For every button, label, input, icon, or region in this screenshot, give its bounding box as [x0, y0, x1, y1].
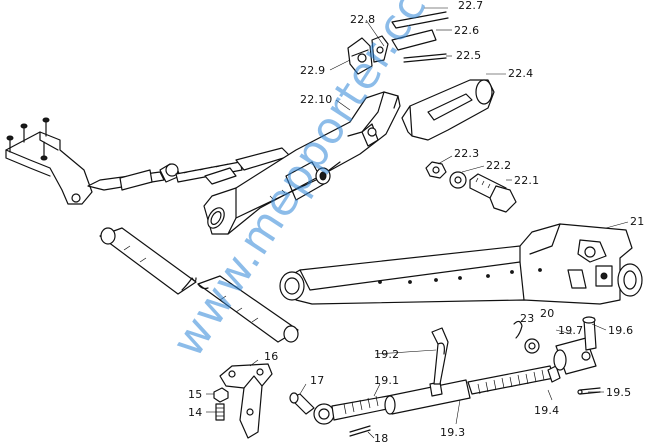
label-19-1: 19.1 [374, 374, 399, 387]
bolt-14 [215, 403, 225, 421]
bracket-22-8 [371, 35, 389, 63]
lift-rod-end-19-1 [313, 395, 393, 425]
leader-lines [206, 7, 629, 439]
mounting-bracket [5, 117, 93, 205]
stabilizer-rod [87, 147, 291, 191]
stud-bolts [6, 117, 50, 161]
label-19-7: 19.7 [558, 324, 583, 337]
hook-plate-22-4 [401, 79, 495, 141]
label-19-6: 19.6 [608, 324, 633, 337]
label-23: 23 [520, 312, 534, 325]
label-19-3: 19.3 [440, 426, 465, 439]
label-22-10: 22.10 [300, 93, 333, 106]
label-22-9: 22.9 [300, 64, 325, 77]
label-22-2: 22.2 [486, 159, 511, 172]
nut-15 [213, 387, 229, 403]
handle-19-2 [431, 327, 449, 385]
washer-22-2 [449, 171, 467, 189]
label-22-8: 22.8 [350, 13, 375, 26]
label-17: 17 [310, 374, 324, 387]
label-16: 16 [264, 350, 278, 363]
cross-shaft [99, 227, 299, 343]
nut-22-3 [425, 161, 447, 179]
lift-rod-tube-19-3 [384, 379, 471, 415]
label-22-7: 22.7 [458, 0, 483, 12]
label-22-4: 22.4 [508, 67, 533, 80]
pin-22-5 [403, 53, 447, 63]
label-22-1: 22.1 [514, 174, 539, 187]
label-19-5: 19.5 [606, 386, 631, 399]
spring-clip-22-7 [391, 11, 449, 29]
lower-link-arm-22-10 [203, 91, 401, 235]
label-22-6: 22.6 [454, 24, 479, 37]
pin-19-6 [582, 316, 597, 351]
label-19-2: 19.2 [374, 348, 399, 361]
part-labels: 22.7 22.8 22.6 22.5 22.9 22.4 22.10 22.3… [188, 0, 644, 445]
split-pin-19-5 [577, 387, 601, 395]
label-18: 18 [374, 432, 388, 445]
bolt-22-1 [469, 173, 517, 213]
clevis-22-9 [347, 37, 373, 75]
watermark-text: www.mepporter.cc [162, 0, 436, 366]
threaded-rod-19-4 [467, 365, 561, 395]
washer-20 [524, 338, 540, 354]
clip-23 [513, 320, 523, 339]
label-15: 15 [188, 388, 202, 401]
label-19-4: 19.4 [534, 404, 559, 417]
split-pin-18 [349, 425, 371, 437]
label-22-5: 22.5 [456, 49, 481, 62]
label-20: 20 [540, 307, 554, 320]
pin-22-6 [391, 29, 437, 51]
lower-link-21 [279, 223, 643, 305]
label-14: 14 [188, 406, 202, 419]
check-chain-bracket-16 [219, 363, 273, 439]
label-21: 21 [630, 215, 644, 228]
label-22-3: 22.3 [454, 147, 479, 160]
pin-17 [289, 392, 315, 415]
